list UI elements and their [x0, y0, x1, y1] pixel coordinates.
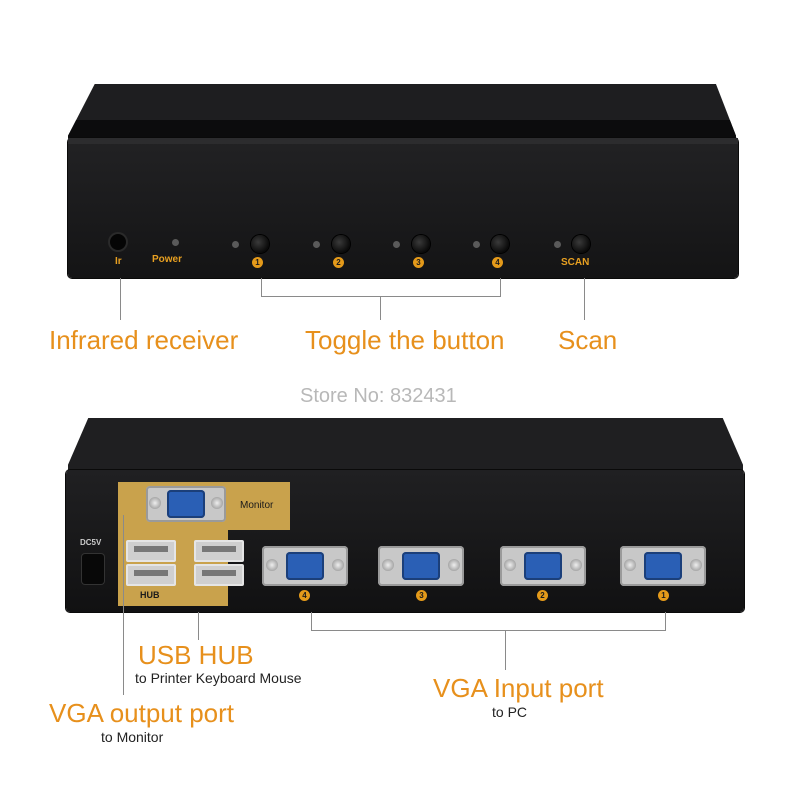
vga-input-port-2	[500, 546, 586, 586]
vga-input-port-4	[262, 546, 348, 586]
hub-label: HUB	[140, 590, 160, 600]
infrared-caption: Infrared receiver	[49, 325, 239, 355]
usb-port-1	[126, 540, 176, 562]
usb-port-2	[126, 564, 176, 586]
store-number: Store No: 832431	[300, 385, 457, 407]
led-1	[232, 241, 239, 248]
usb-hub-subcaption: to Printer Keyboard Mouse	[135, 670, 302, 686]
infrared-receiver	[110, 234, 126, 250]
monitor-label: Monitor	[240, 500, 274, 511]
vga-input-port-3	[378, 546, 464, 586]
toggle-button-3[interactable]	[412, 235, 430, 253]
power-label: Power	[152, 254, 183, 265]
vga-input-caption: VGA Input port	[433, 673, 604, 703]
led-4	[473, 241, 480, 248]
vga-4-number: 4	[299, 590, 310, 601]
vga-output-pointer-line	[123, 515, 124, 695]
toggle-button-2[interactable]	[332, 235, 350, 253]
toggle-bracket-right	[500, 278, 501, 296]
toggle-pointer-line	[380, 296, 381, 320]
vga-output-port	[146, 486, 226, 522]
ir-pointer-line	[120, 278, 121, 320]
scan-button[interactable]	[572, 235, 590, 253]
power-led	[172, 239, 179, 246]
led-2	[313, 241, 320, 248]
toggle-button-1[interactable]	[251, 235, 269, 253]
usb-hub-caption: USB HUB	[138, 640, 254, 670]
usb-pointer-line	[198, 612, 199, 640]
front-panel: Ir Power 1 2 3 4 SCAN	[68, 138, 738, 278]
toggle-caption: Toggle the button	[305, 325, 505, 355]
button-4-number: 4	[492, 257, 503, 268]
vga-2-number: 2	[537, 590, 548, 601]
dc-label: DC5V	[80, 538, 102, 547]
vga-3-number: 3	[416, 590, 427, 601]
back-panel: Monitor HUB DC5V 4 3 2 1	[66, 470, 744, 612]
toggle-button-4[interactable]	[491, 235, 509, 253]
scan-label: SCAN	[561, 257, 590, 268]
vga-input-port-1	[620, 546, 706, 586]
usb-port-4	[194, 564, 244, 586]
vga-output-subcaption: to Monitor	[101, 729, 164, 745]
scan-led	[554, 241, 561, 248]
vga-input-bracket-left	[311, 612, 312, 630]
vga-1-number: 1	[658, 590, 669, 601]
scan-caption: Scan	[558, 325, 618, 355]
vga-input-bracket-bottom	[311, 630, 666, 631]
vga-output-caption: VGA output port	[49, 698, 235, 728]
toggle-bracket-bottom	[261, 296, 501, 297]
vga-input-bracket-right	[665, 612, 666, 630]
vga-input-pointer-line	[505, 630, 506, 670]
dc-power-jack	[82, 554, 104, 584]
vga-input-subcaption: to PC	[492, 704, 528, 720]
button-3-number: 3	[413, 257, 424, 268]
usb-port-3	[194, 540, 244, 562]
button-2-number: 2	[333, 257, 344, 268]
led-3	[393, 241, 400, 248]
scan-pointer-line	[584, 278, 585, 320]
toggle-bracket-left	[261, 278, 262, 296]
button-1-number: 1	[252, 257, 263, 268]
ir-label: Ir	[115, 256, 122, 267]
